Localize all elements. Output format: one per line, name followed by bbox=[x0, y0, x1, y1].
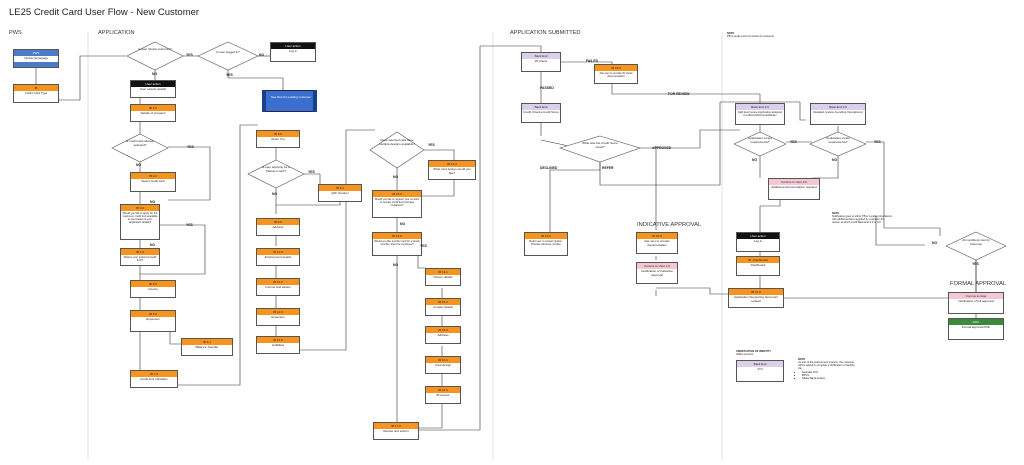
decision-credit-selected: Is credit card already selected? bbox=[126, 139, 154, 147]
label-no: NO bbox=[932, 241, 938, 245]
label-failed: FAILED bbox=[586, 59, 599, 63]
note-item: Shake Bank Assess bbox=[802, 377, 858, 380]
section-application: APPLICATION bbox=[98, 30, 135, 36]
label-yes: YES bbox=[186, 223, 193, 227]
section-formal-approval: FORMAL APPROVAL bbox=[950, 281, 1007, 287]
label-no: NO bbox=[136, 163, 142, 167]
label-no: NO bbox=[393, 175, 399, 179]
decision-meets-req-2: Application meets requirements? bbox=[826, 136, 850, 144]
label-yes: YES bbox=[790, 140, 797, 144]
label-declined: DECLINED bbox=[540, 166, 558, 170]
note-item: BPVS bbox=[802, 374, 858, 377]
note-item: Australia Post bbox=[802, 371, 858, 374]
section-indicative-approval: INDICATIVE APPROVAL bbox=[637, 222, 702, 228]
node-existing-customer-flow: See flow for existing customer bbox=[265, 90, 317, 112]
label-no: NO bbox=[400, 222, 406, 226]
section-pws: PWS bbox=[9, 30, 22, 36]
label-approved: APPROVED bbox=[652, 146, 672, 150]
label-no: NO bbox=[150, 243, 156, 247]
label-yes: YES bbox=[187, 145, 194, 149]
decision-qudos-customer: Is user Qudos customer? bbox=[138, 47, 172, 51]
label-yes: YES bbox=[428, 143, 435, 147]
decision-all-conditions: All conditions met by customer bbox=[962, 238, 990, 246]
hatch-left bbox=[262, 90, 266, 112]
decision-multiple-designs: Does selected card have multiple designs… bbox=[379, 138, 415, 146]
decision-meets-req-1: Application meets requirements? bbox=[748, 136, 772, 144]
label-no: NO bbox=[272, 192, 278, 196]
label-yes: YES bbox=[972, 262, 979, 266]
decision-platinum: Is user applying for a Platinum card? bbox=[262, 165, 290, 173]
label-no: NO bbox=[393, 263, 399, 267]
label-no: NO bbox=[150, 200, 156, 204]
label-passed: PASSED bbox=[540, 86, 554, 90]
label-yes: YES bbox=[420, 244, 427, 248]
label-yes: YES bbox=[226, 73, 233, 77]
label-no: NO bbox=[259, 53, 265, 57]
decision-logged-in: Is user logged in? bbox=[216, 50, 240, 54]
label-yes: YES bbox=[874, 140, 881, 144]
page-title: LE25 Credit Card User Flow - New Custome… bbox=[9, 7, 200, 18]
label-for-review: FOR REVIEW bbox=[668, 92, 690, 96]
label-yes: YES bbox=[186, 53, 193, 57]
label-no: NO bbox=[752, 158, 758, 162]
hatch-right bbox=[313, 90, 317, 112]
label-no: NO bbox=[152, 72, 158, 76]
label-yes: YES bbox=[308, 170, 315, 174]
label-refer: REFER bbox=[602, 166, 614, 170]
label-no: NO bbox=[832, 158, 838, 162]
decision-credit-score: What was the Credit Score result? bbox=[582, 141, 618, 149]
section-application-submitted: APPLICATION SUBMITTED bbox=[510, 30, 581, 36]
